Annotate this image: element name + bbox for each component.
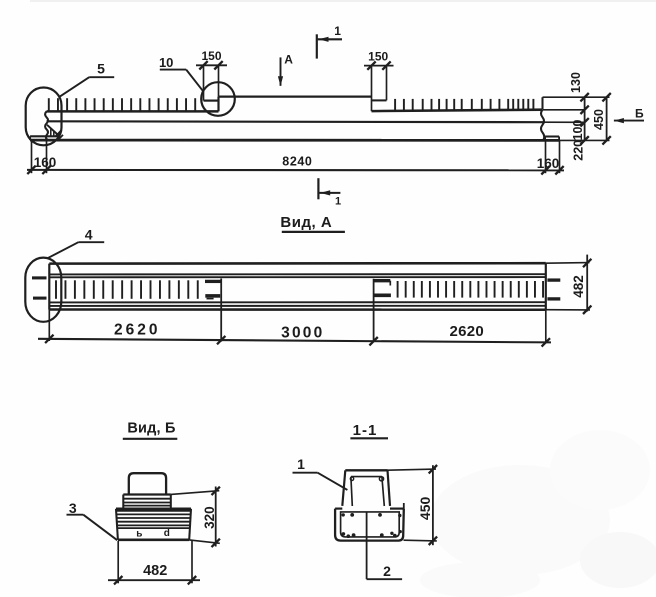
svg-text:150: 150 <box>201 49 221 63</box>
svg-text:Б: Б <box>635 107 644 121</box>
svg-text:130: 130 <box>569 72 583 93</box>
svg-text:1: 1 <box>334 24 341 38</box>
svg-text:Вид, Б: Вид, Б <box>127 421 175 437</box>
svg-text:2620: 2620 <box>450 323 485 340</box>
svg-text:Вид, А: Вид, А <box>280 214 332 231</box>
svg-text:160: 160 <box>34 155 57 170</box>
svg-text:3: 3 <box>69 500 77 516</box>
svg-text:450: 450 <box>592 109 606 130</box>
svg-text:160: 160 <box>537 156 560 171</box>
svg-text:220: 220 <box>571 140 585 161</box>
svg-text:3000: 3000 <box>281 325 324 342</box>
svg-text:А: А <box>284 53 293 67</box>
svg-text:ь: ь <box>136 529 142 540</box>
svg-text:8240: 8240 <box>282 155 312 169</box>
svg-text:1: 1 <box>297 456 305 472</box>
svg-text:100: 100 <box>571 120 585 141</box>
svg-text:4: 4 <box>85 226 93 242</box>
svg-text:1-1: 1-1 <box>353 422 378 439</box>
svg-text:2620: 2620 <box>114 322 160 339</box>
svg-text:320: 320 <box>202 506 217 529</box>
svg-text:150: 150 <box>368 49 388 63</box>
svg-text:10: 10 <box>159 55 173 70</box>
svg-text:5: 5 <box>97 61 105 77</box>
svg-text:d: d <box>164 528 170 539</box>
svg-text:1: 1 <box>335 195 341 207</box>
svg-text:2: 2 <box>383 563 391 579</box>
svg-text:482: 482 <box>571 275 586 298</box>
svg-text:450: 450 <box>417 497 433 521</box>
svg-text:482: 482 <box>143 563 167 579</box>
